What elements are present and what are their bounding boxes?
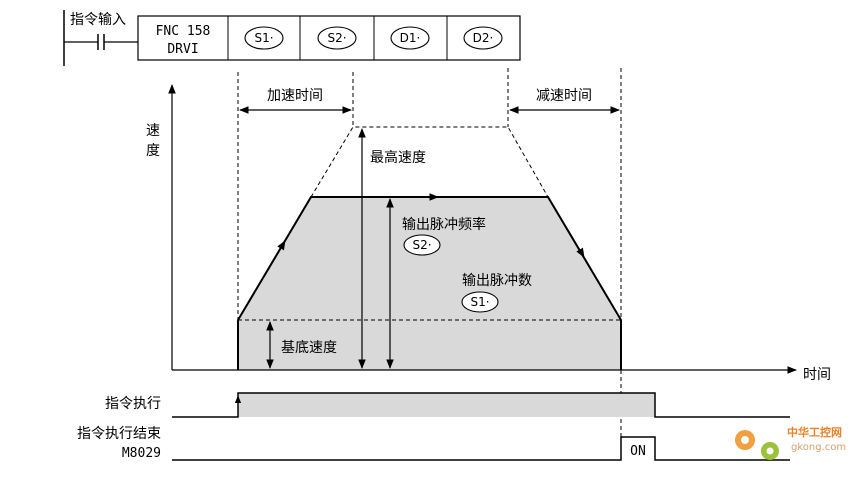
done-flag-label: M8029 [122,446,161,461]
y-axis-label-1: 速 [146,123,160,139]
done-signal-line [172,436,790,461]
done-signal-label: 指令执行结束 [77,426,161,442]
output-count-operand-label: S1· [470,295,489,309]
y-axis-label-2: 度 [146,143,160,159]
decel-direction-arrow [567,229,585,258]
timing-signals: 指令执行 指令执行结束 M8029 ON [77,392,790,461]
profile-area [238,197,621,370]
speed-profile: 加速时间 减速时间 最高速度 输出脉冲频率 S2· 输出脉冲数 S1· 基底速度 [237,68,622,460]
output-freq-operand [403,234,441,256]
ladder-rung: 指令输入 FNC 158 DRVI S1· S2· D1· D2· [63,10,521,66]
accel-direction-arrow [267,240,286,271]
operand-s2 [317,26,357,50]
operand-s1-label: S1· [254,31,273,45]
watermark-title: 中华工控网 [787,425,842,439]
operand-d1-label: D1· [400,31,421,45]
done-on-text: ON [630,444,646,459]
instruction-name: DRVI [167,42,198,57]
accel-time-label: 加速时间 [267,88,323,104]
operand-d2 [463,26,503,50]
x-axis-label: 时间 [803,367,831,383]
operand-d2-label: D2· [473,31,494,45]
gear-logo-icon [735,430,779,460]
watermark-url: gkong.com [791,442,846,453]
output-freq-label: 输出脉冲频率 [402,216,486,233]
max-speed-dashed [310,126,549,198]
fnc-number: FNC 158 [156,24,211,39]
exec-signal-on-area [238,393,655,417]
decel-time-label: 减速时间 [536,88,592,104]
operand-d1 [390,26,430,50]
axes: 速 度 时间 [146,84,831,383]
done-signal-on-area [621,437,655,460]
watermark: 中华工控网 gkong.com [735,425,846,460]
output-count-operand [461,291,499,313]
operand-s1 [244,26,284,50]
max-speed-label: 最高速度 [370,149,426,166]
instruction-input-label: 指令输入 [70,12,126,28]
exec-signal-label: 指令执行 [105,396,161,412]
output-count-label: 输出脉冲数 [462,273,532,289]
output-freq-operand-label: S2· [412,238,431,252]
operand-s2-label: S2· [327,31,346,45]
base-speed-label: 基底速度 [281,339,337,356]
exec-signal-line [172,392,790,418]
